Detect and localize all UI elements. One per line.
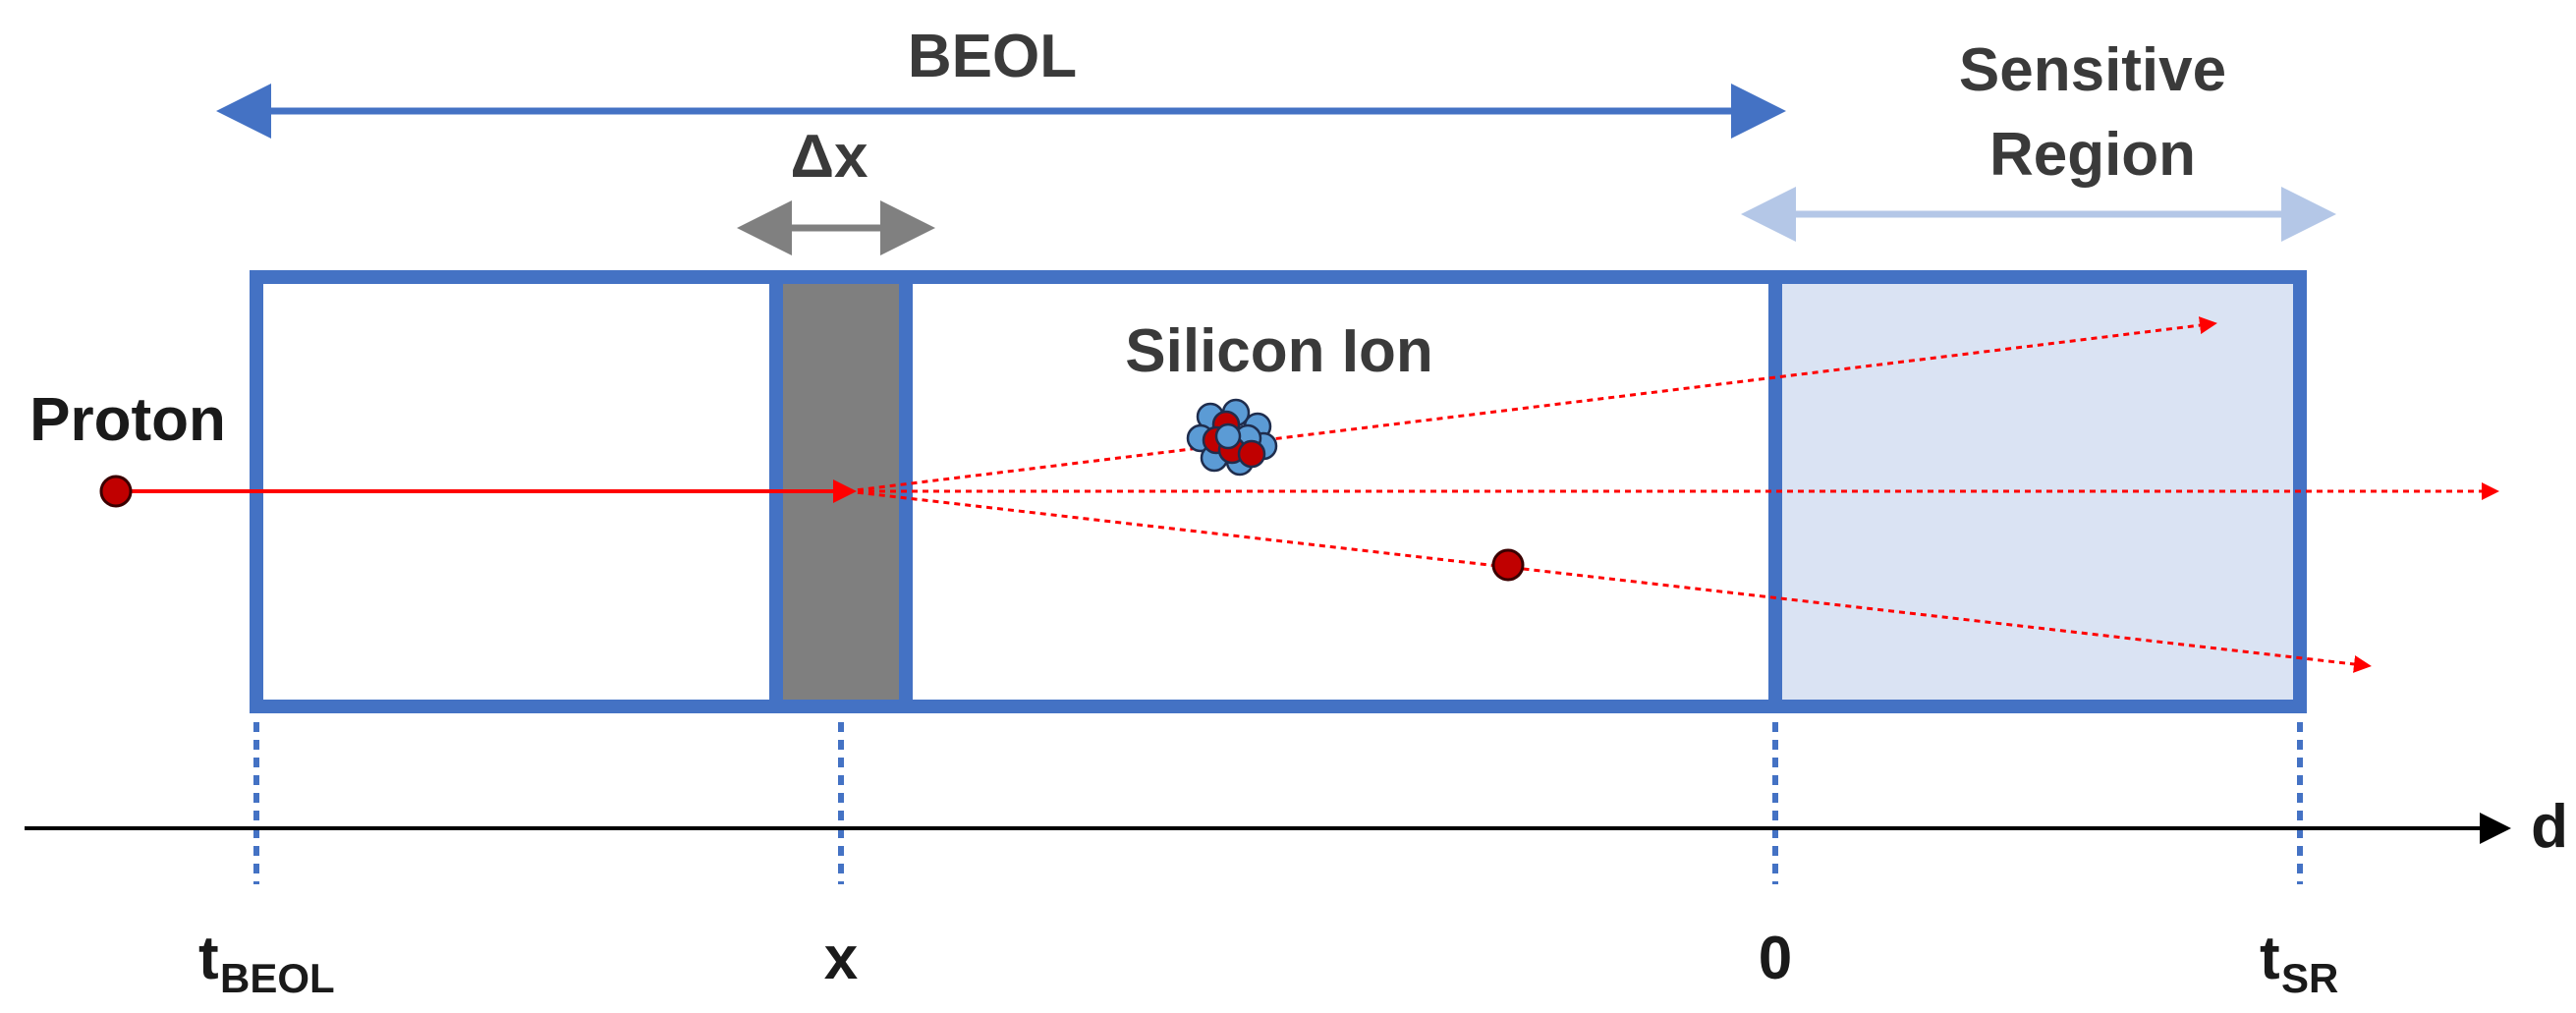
tick-label-tbeol: t BEOL xyxy=(198,925,335,1001)
tick-label-tsr-sub: SR xyxy=(2281,955,2338,1001)
tick-label-x: x xyxy=(824,925,859,992)
tick-label-tsr-main: t xyxy=(2260,925,2280,992)
beol-label: BEOL xyxy=(908,23,1077,90)
silicon-ion-nucleus xyxy=(1186,398,1278,477)
sensitive-region-label-line1: Sensitive xyxy=(1959,36,2226,104)
tick-label-tbeol-sub: BEOL xyxy=(220,955,335,1001)
proton-particle xyxy=(99,475,133,508)
scattered-proton-track xyxy=(846,489,2372,673)
delta-x-label: Δx xyxy=(790,123,868,191)
tick-label-tbeol-main: t xyxy=(198,925,219,992)
silicon-ion-track xyxy=(846,316,2217,493)
depth-axis-label: d xyxy=(2531,793,2568,861)
scattered-proton-particle xyxy=(1491,548,1525,582)
tick-label-tsr: t SR xyxy=(2260,925,2338,1001)
tick-label-zero: 0 xyxy=(1759,925,1792,992)
proton-label: Proton xyxy=(29,386,226,454)
silicon-ion-label: Silicon Ion xyxy=(1125,317,1432,385)
sensitive-region-label-line2: Region xyxy=(1989,121,2196,189)
